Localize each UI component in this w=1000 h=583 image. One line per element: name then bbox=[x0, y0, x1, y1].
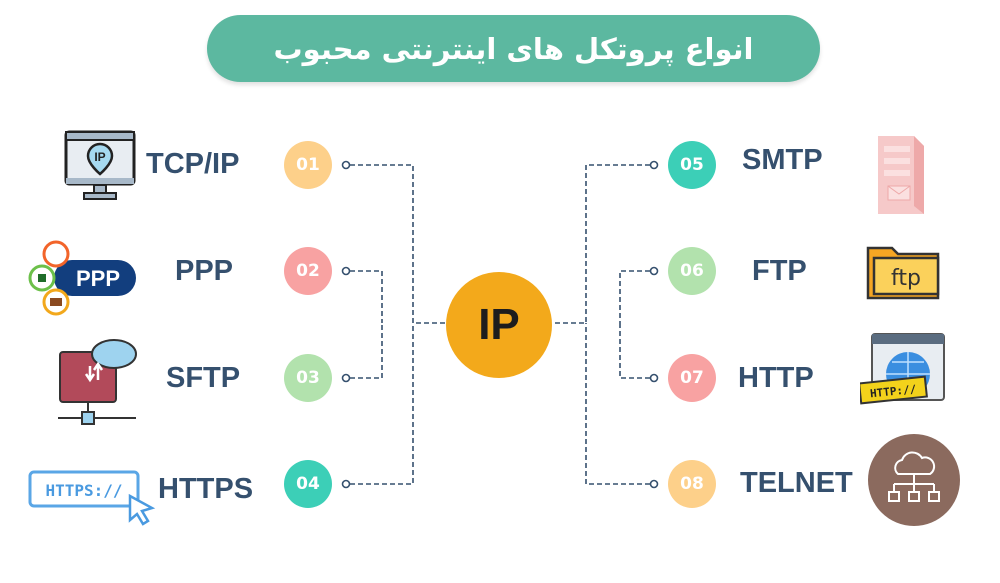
connector-dot bbox=[649, 479, 659, 489]
number-badge: 07 bbox=[668, 354, 716, 402]
connector-dot bbox=[649, 373, 659, 383]
http-globe-icon: HTTP:// bbox=[860, 333, 945, 405]
cloud-folder-transfer-icon bbox=[58, 339, 137, 425]
svg-text:HTTPS://: HTTPS:// bbox=[45, 481, 122, 500]
number-badge: 01 bbox=[284, 141, 332, 189]
number-badge: 06 bbox=[668, 247, 716, 295]
number-badge: 02 bbox=[284, 247, 332, 295]
protocol-label-ftp: FTP bbox=[752, 255, 807, 287]
monitor-ip-icon: IP bbox=[64, 130, 136, 200]
number-badge: 08 bbox=[668, 460, 716, 508]
protocol-label-sftp: SFTP bbox=[166, 362, 241, 394]
protocol-label-smtp: SMTP bbox=[742, 144, 823, 176]
protocol-label-http: HTTP bbox=[738, 362, 814, 394]
connector-05 bbox=[552, 164, 650, 324]
mail-server-icon bbox=[878, 136, 924, 214]
ftp-folder-icon: ftp bbox=[866, 246, 940, 300]
svg-text:ftp: ftp bbox=[891, 266, 921, 291]
number-badge: 05 bbox=[668, 141, 716, 189]
protocol-label-ppp: PPP bbox=[175, 255, 234, 287]
connector-dot bbox=[649, 266, 659, 276]
svg-text:IP: IP bbox=[94, 150, 105, 164]
svg-text:HTTP://: HTTP:// bbox=[869, 383, 917, 401]
number-badge: 03 bbox=[284, 354, 332, 402]
cloud-network-icon bbox=[868, 434, 960, 526]
connector-02 bbox=[350, 270, 383, 323]
https-cursor-icon: HTTPS:// bbox=[28, 470, 156, 526]
ppp-logo-icon: PPP bbox=[28, 240, 136, 316]
connector-dot bbox=[341, 479, 351, 489]
connector-06 bbox=[619, 270, 650, 323]
connector-08 bbox=[585, 323, 650, 485]
number-badge: 04 bbox=[284, 460, 332, 508]
protocol-label-https: HTTPS bbox=[158, 473, 254, 505]
connector-dot bbox=[649, 160, 659, 170]
protocol-label-tcpip: TCP/IP bbox=[146, 148, 240, 180]
page-title: انواع پروتکل های اینترنتی محبوب bbox=[207, 15, 820, 82]
connector-01 bbox=[350, 164, 446, 324]
center-ip-circle: IP bbox=[446, 272, 552, 378]
svg-text:PPP: PPP bbox=[76, 266, 120, 291]
connector-dot bbox=[341, 160, 351, 170]
connector-dot bbox=[341, 266, 351, 276]
connector-03 bbox=[350, 323, 383, 379]
connector-dot bbox=[341, 373, 351, 383]
connector-04 bbox=[350, 323, 414, 485]
protocol-label-telnet: TELNET bbox=[740, 467, 853, 499]
connector-07 bbox=[619, 323, 650, 379]
